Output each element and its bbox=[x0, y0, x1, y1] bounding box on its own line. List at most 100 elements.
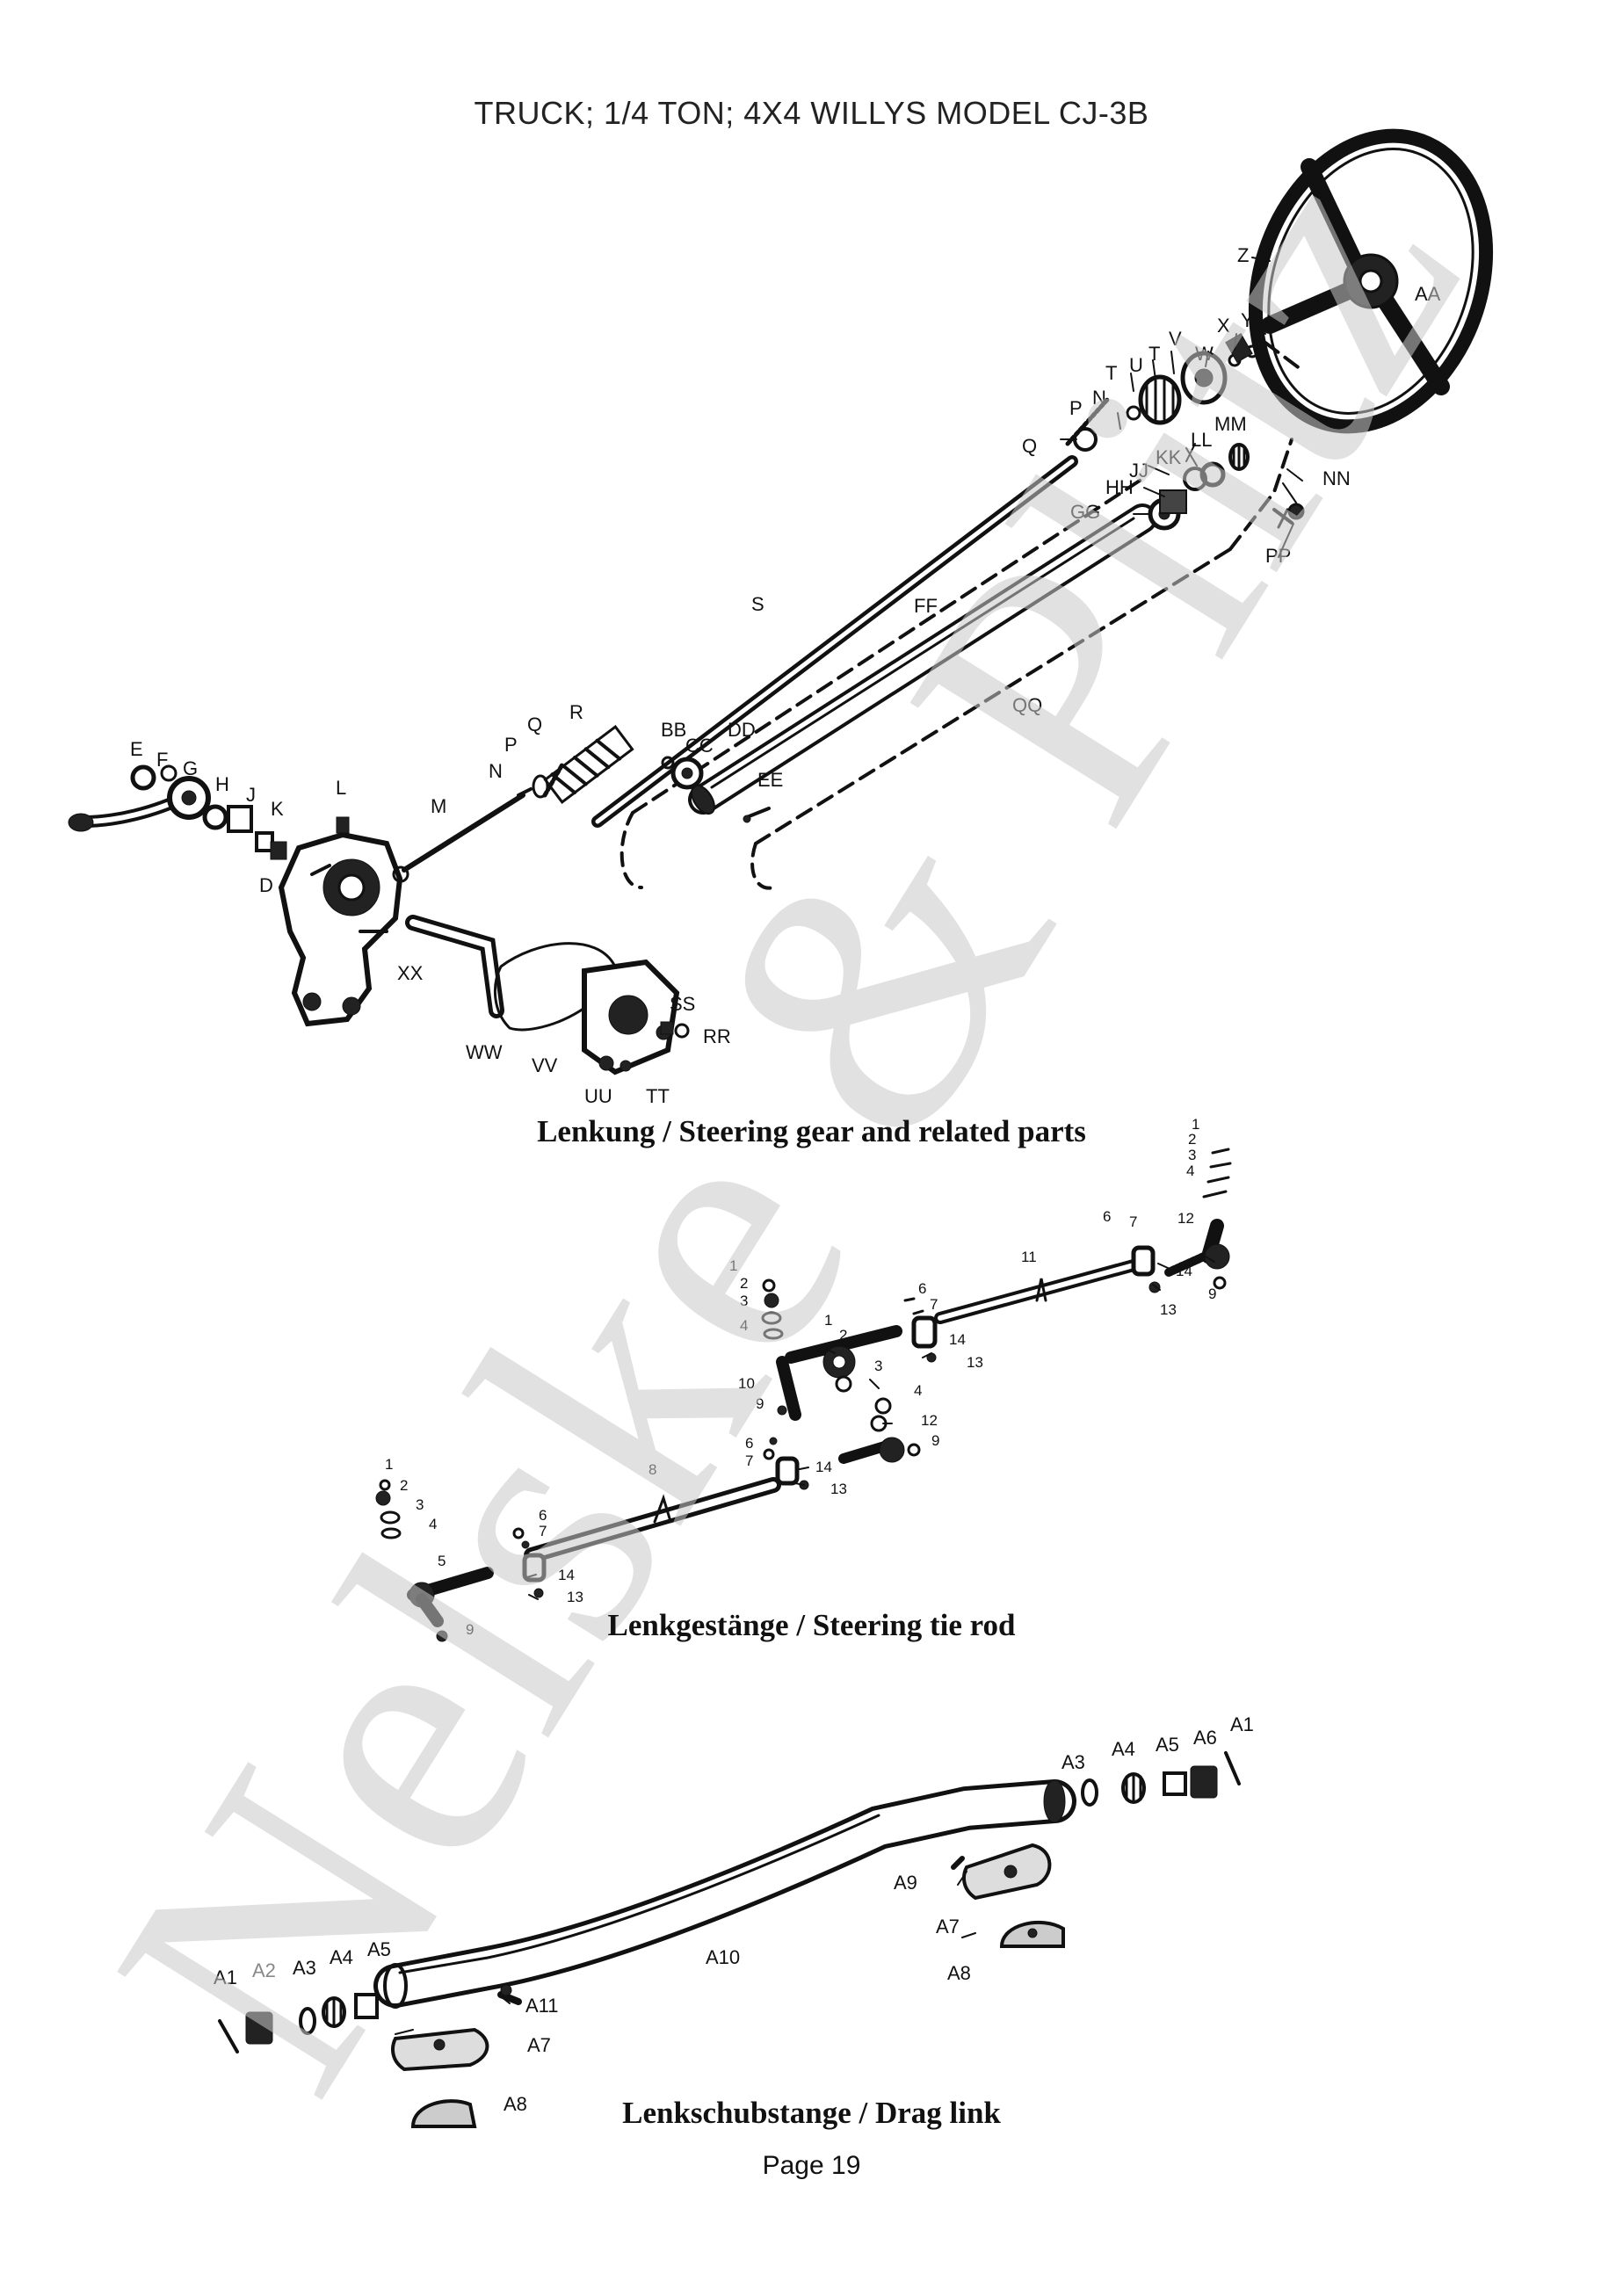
svg-text:G: G bbox=[183, 757, 198, 779]
svg-text:12: 12 bbox=[921, 1412, 938, 1429]
svg-text:A1: A1 bbox=[214, 1966, 237, 1988]
svg-text:7: 7 bbox=[539, 1523, 547, 1539]
svg-text:D: D bbox=[259, 874, 273, 896]
svg-text:Q: Q bbox=[527, 713, 542, 735]
svg-text:V: V bbox=[1169, 328, 1182, 350]
svg-text:Z: Z bbox=[1237, 244, 1249, 266]
svg-text:9: 9 bbox=[466, 1621, 474, 1638]
svg-text:A5: A5 bbox=[367, 1938, 391, 1960]
svg-text:X: X bbox=[1217, 315, 1230, 337]
svg-text:LL: LL bbox=[1191, 429, 1212, 451]
svg-text:KK: KK bbox=[1156, 446, 1182, 468]
svg-text:4: 4 bbox=[740, 1317, 748, 1334]
svg-text:BB: BB bbox=[661, 719, 686, 741]
svg-text:3: 3 bbox=[874, 1358, 882, 1374]
svg-text:W: W bbox=[1195, 343, 1214, 365]
svg-text:13: 13 bbox=[830, 1481, 847, 1497]
svg-text:5: 5 bbox=[438, 1553, 446, 1569]
svg-text:13: 13 bbox=[967, 1354, 983, 1371]
svg-text:T: T bbox=[1105, 362, 1117, 384]
svg-text:1: 1 bbox=[824, 1312, 832, 1329]
svg-text:MM: MM bbox=[1214, 413, 1247, 435]
svg-text:A5: A5 bbox=[1156, 1734, 1179, 1756]
caption-drag-link: Lenkschubstange / Drag link bbox=[622, 2096, 1001, 2130]
svg-text:11: 11 bbox=[1021, 1249, 1037, 1265]
svg-text:6: 6 bbox=[745, 1435, 753, 1452]
gear-housing bbox=[278, 831, 403, 1027]
svg-text:JJ: JJ bbox=[1129, 460, 1148, 482]
svg-text:13: 13 bbox=[567, 1589, 583, 1605]
svg-text:AA: AA bbox=[1415, 283, 1441, 305]
svg-text:4: 4 bbox=[1186, 1162, 1194, 1179]
svg-text:A8: A8 bbox=[947, 1962, 971, 1984]
diagram-labels: Z AA X Y V W T T U N P Q MM LL KK JJ HH … bbox=[130, 244, 1441, 2115]
svg-text:M: M bbox=[431, 795, 446, 817]
svg-text:S: S bbox=[751, 593, 764, 615]
svg-text:2: 2 bbox=[1188, 1131, 1196, 1148]
svg-text:H: H bbox=[215, 773, 229, 795]
svg-text:14: 14 bbox=[815, 1459, 832, 1475]
svg-text:A4: A4 bbox=[1112, 1738, 1135, 1760]
caption-steering-tie-rod: Lenkgestänge / Steering tie rod bbox=[607, 1608, 1016, 1642]
svg-text:6: 6 bbox=[539, 1507, 547, 1524]
svg-text:A10: A10 bbox=[706, 1946, 740, 1968]
svg-text:F: F bbox=[156, 749, 168, 771]
svg-text:8: 8 bbox=[648, 1461, 656, 1478]
svg-text:U: U bbox=[1129, 354, 1143, 376]
svg-text:UU: UU bbox=[584, 1085, 612, 1107]
svg-text:T: T bbox=[1148, 343, 1160, 365]
svg-text:A3: A3 bbox=[1061, 1751, 1085, 1773]
svg-text:6: 6 bbox=[918, 1280, 926, 1297]
svg-text:A9: A9 bbox=[894, 1872, 917, 1894]
svg-text:J: J bbox=[246, 784, 256, 806]
svg-text:10: 10 bbox=[738, 1375, 755, 1392]
svg-text:7: 7 bbox=[930, 1296, 938, 1313]
svg-text:SS: SS bbox=[670, 993, 695, 1015]
svg-text:L: L bbox=[336, 777, 346, 799]
svg-text:2: 2 bbox=[839, 1327, 847, 1344]
svg-text:6: 6 bbox=[1103, 1208, 1111, 1225]
svg-text:9: 9 bbox=[756, 1395, 764, 1412]
svg-text:7: 7 bbox=[1129, 1213, 1137, 1230]
svg-text:RR: RR bbox=[703, 1025, 731, 1047]
svg-text:A6: A6 bbox=[1193, 1727, 1217, 1749]
svg-text:12: 12 bbox=[1177, 1210, 1194, 1227]
svg-text:A7: A7 bbox=[936, 1916, 960, 1937]
svg-text:DD: DD bbox=[728, 719, 756, 741]
svg-text:1: 1 bbox=[1192, 1116, 1199, 1133]
svg-text:3: 3 bbox=[740, 1293, 748, 1309]
page-number: Page 19 bbox=[762, 2151, 861, 2180]
svg-text:A2: A2 bbox=[252, 1959, 276, 1981]
caption-steering-gear: Lenkung / Steering gear and related part… bbox=[537, 1114, 1086, 1148]
svg-text:14: 14 bbox=[949, 1331, 966, 1348]
drag-link-drawing bbox=[218, 1751, 1241, 2128]
svg-text:14: 14 bbox=[1176, 1263, 1192, 1279]
svg-text:P: P bbox=[1069, 397, 1083, 419]
svg-text:9: 9 bbox=[1208, 1286, 1216, 1302]
svg-text:R: R bbox=[569, 701, 583, 723]
svg-text:1: 1 bbox=[385, 1456, 393, 1473]
svg-text:2: 2 bbox=[400, 1477, 408, 1494]
page-header-title: TRUCK; 1/4 TON; 4X4 WILLYS MODEL CJ-3B bbox=[474, 95, 1149, 131]
svg-text:A3: A3 bbox=[293, 1957, 316, 1979]
svg-text:Y: Y bbox=[1241, 309, 1254, 331]
svg-text:P: P bbox=[504, 734, 518, 756]
svg-text:A8: A8 bbox=[504, 2093, 527, 2115]
svg-text:A11: A11 bbox=[525, 1995, 559, 2017]
svg-text:GG: GG bbox=[1070, 501, 1100, 523]
svg-text:Q: Q bbox=[1022, 435, 1037, 457]
svg-text:E: E bbox=[130, 738, 143, 760]
svg-text:13: 13 bbox=[1160, 1301, 1177, 1318]
svg-text:9: 9 bbox=[931, 1432, 939, 1449]
svg-text:N: N bbox=[1092, 387, 1106, 409]
svg-text:FF: FF bbox=[914, 595, 938, 617]
svg-text:3: 3 bbox=[1188, 1147, 1196, 1163]
svg-text:4: 4 bbox=[429, 1516, 437, 1532]
svg-text:PP: PP bbox=[1265, 545, 1291, 567]
svg-text:A1: A1 bbox=[1230, 1713, 1254, 1735]
svg-text:2: 2 bbox=[740, 1275, 748, 1292]
svg-text:XX: XX bbox=[397, 962, 424, 984]
svg-text:1: 1 bbox=[729, 1257, 737, 1274]
svg-text:VV: VV bbox=[532, 1054, 558, 1076]
